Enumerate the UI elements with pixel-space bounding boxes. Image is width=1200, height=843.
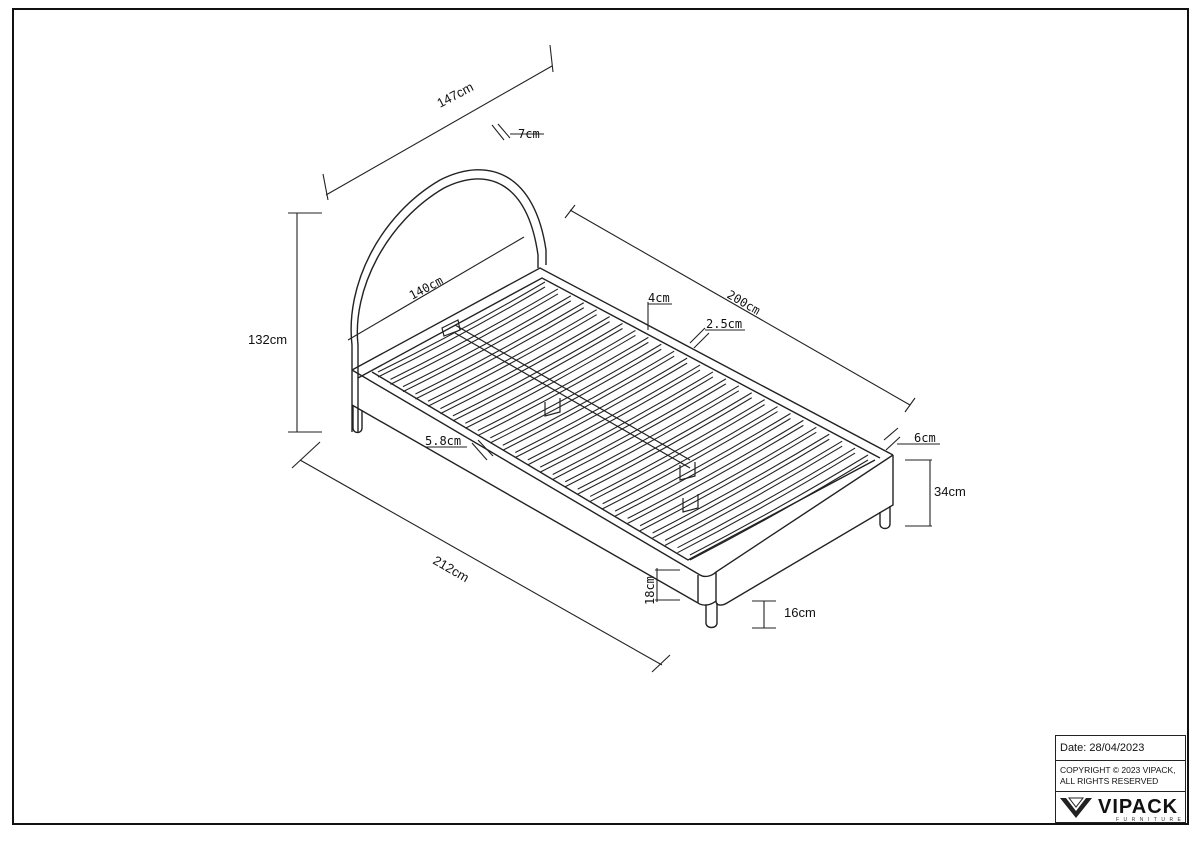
dim-slat-width: 4cm [648,291,670,305]
dim-slat-gap: 2.5cm [706,317,742,331]
slat-edge [502,350,675,446]
slat-edge [614,418,791,517]
brand-name: VIPACK [1098,796,1179,818]
dim-headboard-thickness: 7cm [518,127,540,141]
bed-frame [350,169,894,629]
slat-edge [677,447,856,549]
slat-edge [415,307,585,400]
slat-edge [465,334,636,429]
slat-edge [577,392,753,490]
dim-overall-height: 132cm [248,332,287,347]
slat-edge [490,343,662,439]
slat-edge [515,357,688,454]
slat-edge [440,321,610,415]
slat-edge [427,309,597,402]
slat-edge [589,399,765,497]
slat-edge [552,383,727,480]
slat-edge [689,459,869,561]
slat-edge [502,355,675,451]
headboard-inner [356,178,539,432]
dim-overall-width: 147cm [434,79,476,111]
slat-edge [440,316,610,410]
copyright-line-2: ALL RIGHTS RESERVED [1060,776,1159,786]
slat-edge [465,329,636,424]
slat-edge [639,426,817,527]
vipack-logo-icon [1060,797,1092,818]
dim-leg-height: 16cm [784,605,816,620]
headboard-outer [350,169,547,432]
drawing-border [12,8,1189,825]
slat-edge [539,376,714,473]
slat-edge [564,385,740,483]
dim-inner-length: 200cm [725,287,763,317]
slat-edge [477,336,649,432]
slat-edge [689,454,869,556]
slat-edge [427,314,597,407]
side-rail-bottom [351,404,699,604]
slat-edge [377,286,546,378]
leg-back-left [352,405,363,434]
slat-edge [677,452,856,554]
frame-inner-rim [357,277,881,459]
slat-edge [477,341,649,437]
slat-edge [627,419,804,519]
slat-edge [390,293,559,385]
frame-top-back [351,267,894,456]
brand-logo: VIPACK FURNITURE [1056,792,1185,823]
slat-edge [402,300,572,393]
dim-frame-thickness: 6cm [914,431,936,445]
slat-edge [402,295,572,388]
slat-edge [539,371,714,468]
dim-rail-height: 18cm [643,576,657,605]
leg-front-right [879,506,891,530]
drawing-date: Date: 28/04/2023 [1056,736,1185,761]
slat-edge [415,302,585,395]
dim-inner-width: 140cm [407,273,445,302]
copyright-line-1: COPYRIGHT © 2023 VIPACK, [1060,765,1176,775]
slat-edge [552,378,727,475]
center-support [441,319,699,513]
slat-edge [652,433,830,534]
slat-edge [602,411,778,510]
slat-edge [452,328,623,422]
slat-edge [589,404,765,502]
leg-front-left [705,603,718,629]
copyright-notice: COPYRIGHT © 2023 VIPACK, ALL RIGHTS RESE… [1056,761,1185,792]
title-block: Date: 28/04/2023 COPYRIGHT © 2023 VIPACK… [1055,735,1186,823]
dim-side-height: 34cm [934,484,966,499]
slat-edge [490,348,662,444]
foot-corner [697,600,717,606]
slat-edge [452,323,623,417]
slat-edge [614,413,791,512]
slat-edge [527,369,701,466]
slat-edge [639,431,817,532]
slat-edge [602,406,778,505]
slat-edge [652,438,830,539]
slat-edge [515,362,688,459]
dim-slat-spacing: 5.8cm [425,434,461,448]
slat-edge [577,397,753,495]
slat-edge [627,424,804,524]
dimension-lines [288,44,940,673]
foot-rail [697,455,894,606]
dim-overall-length: 212cm [431,553,472,586]
brand-subtitle: FURNITURE [1116,817,1186,823]
slat-edge [527,364,701,461]
slat-edge [564,390,740,488]
slat-edge [664,445,843,546]
slat-edge [664,440,843,541]
